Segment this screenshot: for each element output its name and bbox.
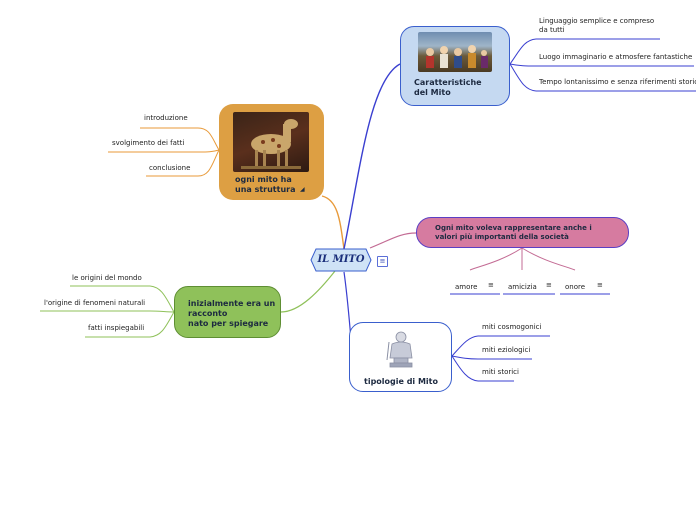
leaf-fenomeni-naturali: l'origine di fenomeni naturali: [44, 299, 146, 307]
topic-tipologie[interactable]: tipologie di Mito: [349, 322, 452, 392]
leaf-tempo: Tempo lontanissimo e senza riferimenti s…: [539, 78, 696, 86]
leaf-onore: onore: [565, 283, 586, 291]
central-topic-label: IL MITO: [317, 254, 365, 265]
leaf-cosmogonici: miti cosmogonici: [482, 323, 542, 331]
leaf-luogo: Luogo immaginario e atmosfere fantastich…: [539, 53, 693, 61]
horse-icon: [241, 119, 301, 169]
note-icon[interactable]: ≡: [546, 281, 552, 289]
leaf-amicizia: amicizia: [508, 283, 537, 291]
leaf-eziologici: miti eziologici: [482, 346, 531, 354]
note-icon[interactable]: ≡: [488, 281, 494, 289]
topic-racconto[interactable]: inizialmente era un racconto nato per sp…: [174, 286, 281, 338]
topic-tipologie-label: tipologie di Mito: [364, 377, 438, 386]
topic-caratteristiche[interactable]: Caratteristiche del Mito: [400, 26, 510, 106]
topic-struttura-label: ogni mito ha una struttura: [235, 175, 296, 194]
central-topic[interactable]: IL MITO: [310, 248, 372, 272]
topic-valori[interactable]: Ogni mito voleva rappresentare anche i v…: [416, 217, 629, 248]
leaf-svolgimento: svolgimento dei fatti: [112, 139, 185, 147]
leaf-storici: miti storici: [482, 368, 519, 376]
horse-painting-image: [233, 112, 309, 172]
topic-struttura[interactable]: ogni mito ha una struttura ◢: [219, 104, 324, 200]
leaf-introduzione: introduzione: [144, 114, 188, 122]
statue-figure-icon: [386, 331, 413, 368]
renaissance-painting-image: [418, 32, 492, 72]
note-icon[interactable]: ≡: [377, 256, 388, 267]
leaf-linguaggio: Linguaggio semplice e compreso da tutti: [539, 17, 655, 34]
note-icon[interactable]: ≡: [597, 281, 603, 289]
central-topic-shape: [310, 248, 372, 272]
statue-icon: [384, 330, 418, 368]
collapse-triangle-icon[interactable]: ◢: [300, 186, 305, 193]
leaf-amore: amore: [455, 283, 478, 291]
leaf-fatti-inspiegabili: fatti inspiegabili: [88, 324, 145, 332]
leaf-conclusione: conclusione: [149, 164, 191, 172]
leaf-origini-mondo: le origini del mondo: [72, 274, 142, 282]
topic-caratteristiche-label: Caratteristiche del Mito: [414, 78, 482, 97]
figures-icon: [426, 45, 488, 68]
topic-valori-label: Ogni mito voleva rappresentare anche i v…: [435, 224, 592, 241]
topic-racconto-label: inizialmente era un racconto nato per sp…: [188, 299, 276, 328]
